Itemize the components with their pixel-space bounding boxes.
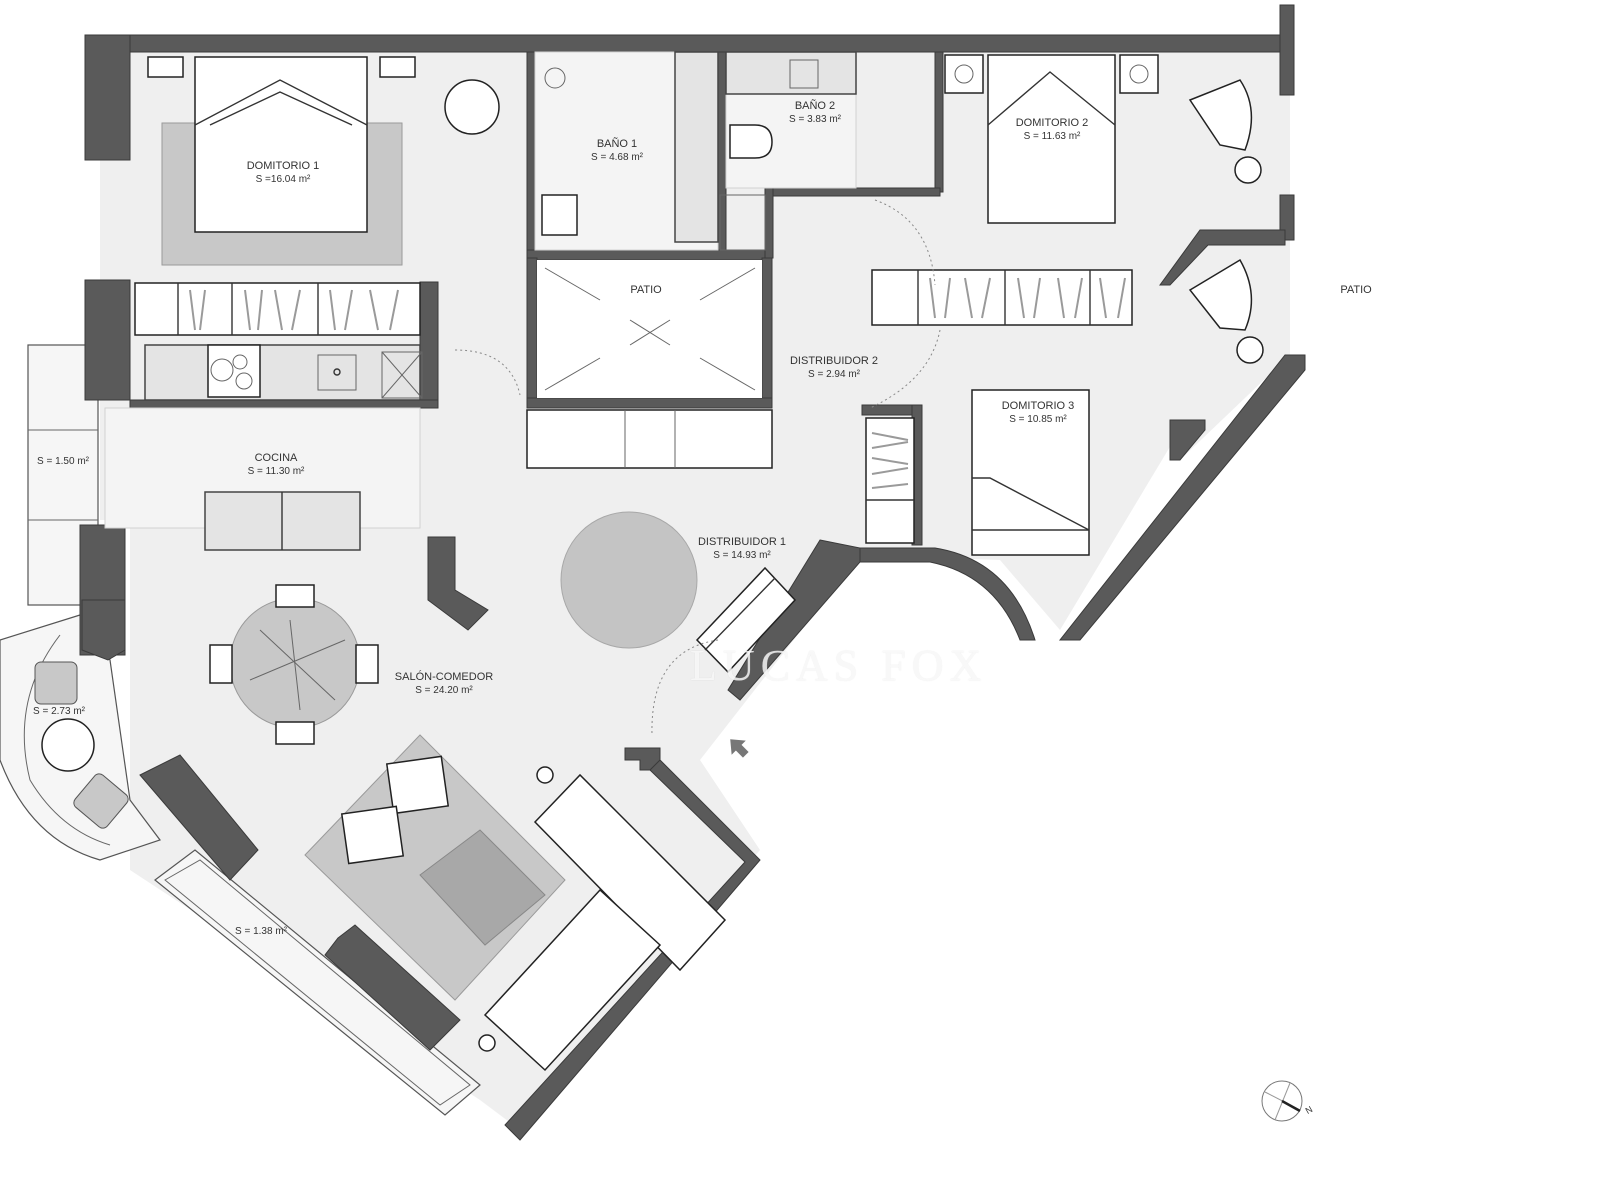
watermark: LUCAS FOX (690, 641, 988, 690)
terrace-area: S = 1.38 m² (235, 926, 287, 937)
room-area: S = 2.94 m² (808, 369, 860, 380)
room-name: DOMITORIO 2 (1015, 117, 1089, 129)
interior-patio (526, 260, 773, 469)
room-name: DISTRIBUIDOR 1 (697, 536, 787, 548)
room-label-distribuidor-2: DISTRIBUIDOR 2 S = 2.94 m² (790, 355, 878, 381)
room-name: COCINA (254, 452, 298, 464)
room-name: DISTRIBUIDOR 2 (789, 355, 879, 367)
room-label-cocina: COCINA S = 11.30 m² (248, 452, 305, 478)
terrace-label-round: S = 2.73 m² (33, 705, 85, 718)
interior-walls (129, 51, 944, 631)
room-name: BAÑO 1 (596, 138, 638, 150)
room-area: S = 11.63 m² (1023, 131, 1081, 142)
room-label-distribuidor-1: DISTRIBUIDOR 1 S = 14.93 m² (698, 536, 786, 562)
room-area: S = 10.85 m² (1009, 414, 1067, 425)
terrace-living (154, 849, 481, 1116)
room-label-domitorio-2: DOMITORIO 2 S = 11.63 m² (1016, 117, 1089, 143)
terrace-area: S = 2.73 m² (33, 706, 85, 717)
door-swings (454, 199, 941, 736)
room-label-salon-comedor: SALÓN-COMEDOR S = 24.20 m² (395, 671, 493, 697)
room-name: PATIO (1340, 284, 1372, 296)
room-area: S =16.04 m² (255, 174, 311, 185)
bathroom-1 (534, 51, 719, 251)
room-label-domitorio-1: DOMITORIO 1 S =16.04 m² (247, 160, 320, 186)
room-name: SALÓN-COMEDOR (394, 671, 494, 683)
bathroom-2 (719, 51, 857, 251)
room-area: S = 4.68 m² (591, 152, 643, 163)
room-label-patio-interior: PATIO (630, 284, 661, 297)
terrace-furniture (34, 661, 129, 829)
north-arrow-icon (1261, 1080, 1303, 1122)
terrace-label-living: S = 1.38 m² (235, 925, 287, 938)
hallway-1 (560, 511, 797, 674)
room-name: DOMITORIO 3 (1001, 400, 1075, 412)
room-area: S = 11.30 m² (247, 466, 305, 477)
exterior-walls (79, 4, 1306, 1141)
room-label-domitorio-3: DOMITORIO 3 S = 10.85 m² (1002, 400, 1075, 426)
bedroom-3 (865, 389, 1090, 556)
room-name: DOMITORIO 1 (246, 160, 320, 172)
room-area: S = 14.93 m² (713, 550, 771, 561)
bedroom-1 (134, 56, 500, 336)
room-area: S = 24.20 m² (415, 685, 473, 696)
room-name: BAÑO 2 (794, 100, 836, 112)
entrance-arrow-icon (730, 739, 749, 758)
terrace-area: S = 1.50 m² (37, 456, 89, 467)
living-dining (209, 584, 727, 1072)
room-name: PATIO (630, 284, 662, 296)
room-area: S = 3.83 m² (789, 114, 841, 125)
terrace-label-kitchen: S = 1.50 m² (37, 455, 89, 468)
room-label-patio-exterior: PATIO (1340, 284, 1371, 297)
room-label-bano-2: BAÑO 2 S = 3.83 m² (789, 100, 841, 126)
kitchen (104, 344, 423, 551)
bedroom-2 (871, 54, 1264, 364)
room-label-bano-1: BAÑO 1 S = 4.68 m² (591, 138, 643, 164)
